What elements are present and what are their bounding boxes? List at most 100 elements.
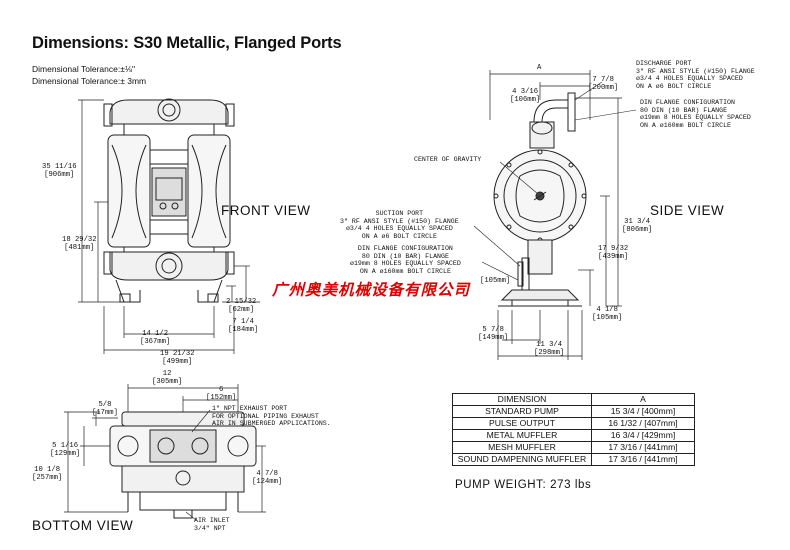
suction-port-note: SUCTION PORT 3" RF ANSI STYLE (#150) FLA… [340, 210, 459, 240]
dim-inch: 12 [162, 370, 172, 378]
dim-inch: 17 9/32 [598, 245, 629, 253]
dim-mm: [499mm] [162, 358, 193, 367]
table-cell-label: MESH MUFFLER [452, 441, 592, 454]
note-line: ON A ø160mm BOLT CIRCLE [640, 121, 732, 129]
table-cell-label: STANDARD PUMP [452, 405, 592, 418]
table-row: SOUND DAMPENING MUFFLER 17 3/16 / [441mm… [452, 453, 695, 466]
note-line: DISCHARGE PORT [636, 60, 692, 67]
page-title: Dimensions: S30 Metallic, Flanged Ports [32, 34, 342, 52]
din-discharge-note: DIN FLANGE CONFIGURATION 80 DIN (10 BAR)… [640, 99, 751, 129]
bottom-view-label: BOTTOM VIEW [32, 518, 134, 533]
discharge-port-note: DISCHARGE PORT 3" RF ANSI STYLE (#150) F… [636, 60, 755, 90]
dim-mm: [906mm] [44, 171, 75, 180]
dim-inch: 4 1/8 [596, 306, 618, 314]
dim-mm: [481mm] [64, 244, 95, 253]
din-suction-note: DIN FLANGE CONFIGURATION 80 DIN (10 BAR)… [350, 245, 461, 275]
dim-mm: [105mm] [480, 277, 511, 285]
front-port-height: 7 1/4 [184mm] [228, 318, 258, 334]
bottom-mid-left: 5 1/16 [129mm] [50, 442, 80, 458]
side-base-width: 11 3/4 [298mm] [534, 341, 564, 357]
note-line: ø19mm 8 HOLES EQUALLY SPACED [350, 260, 461, 268]
dim-mm: [129mm] [50, 450, 81, 459]
side-base-half: 5 7/8 [149mm] [478, 326, 508, 342]
pump-weight: PUMP WEIGHT: 273 lbs [455, 479, 592, 491]
note-line: 1" NPT EXHAUST PORT [212, 405, 288, 412]
dim-inch: 5 1/16 [52, 442, 79, 450]
note-line: 80 DIN (10 BAR) FLANGE [640, 106, 728, 114]
front-view-dimensions [78, 100, 260, 354]
dim-mm: [152mm] [206, 394, 237, 403]
air-inlet-note: AIR INLET 3/4" NPT [194, 517, 230, 532]
dim-inch: 10 1/8 [34, 466, 61, 474]
note-line: 3/4" NPT [194, 524, 226, 532]
front-view-pump [104, 99, 234, 302]
side-top-offset: 4 3/16 [106mm] [510, 88, 540, 104]
note-line: AIR INLET [194, 517, 230, 524]
table-cell-value: 16 3/4 / [429mm] [591, 429, 695, 442]
bottom-view-pump [110, 412, 256, 518]
dim-inch: 7 7/8 [592, 76, 614, 84]
bottom-right-small: 4 7/8 [124mm] [252, 470, 282, 486]
note-line: ON A ø6 BOLT CIRCLE [361, 232, 437, 240]
note-line: DIN FLANGE CONFIGURATION [640, 99, 735, 106]
dim-mm: [124mm] [252, 478, 283, 487]
table-cell-label: METAL MUFFLER [452, 429, 592, 442]
dim-mm: [106mm] [510, 96, 541, 105]
bottom-view-dimensions [64, 384, 266, 512]
table-row: METAL MUFFLER 16 3/4 / [429mm] [452, 429, 695, 442]
front-view-label: FRONT VIEW [221, 203, 311, 218]
dim-inch: 2 15/32 [226, 298, 257, 306]
dim-inch: 4 3/16 [512, 88, 539, 96]
dim-mm: [305mm] [152, 378, 183, 387]
front-overall-height: 35 11/16 [906mm] [42, 163, 77, 179]
dim-inch: 7 1/4 [232, 318, 254, 326]
table-row: PULSE OUTPUT 16 1/32 / [407mm] [452, 417, 695, 430]
dim-mm: [257mm] [32, 474, 63, 483]
note-line: ø3/4 4 HOLES EQUALLY SPACED [345, 225, 453, 233]
dim-inch: 6 [218, 386, 224, 394]
side-view-leaders [474, 82, 636, 280]
note-line: ø3/4 4 HOLES EQUALLY SPACED [636, 75, 743, 83]
dim-inch: 31 3/4 [624, 218, 651, 226]
front-mid-height: 18 29/32 [481mm] [62, 236, 97, 252]
front-foot-height: 2 15/32 [62mm] [226, 298, 256, 314]
tolerance-inch: Dimensional Tolerance:±⅛" [32, 64, 135, 74]
table-row: STANDARD PUMP 15 3/4 / [400mm] [452, 405, 695, 418]
bottom-width-top: 12 [305mm] [152, 370, 182, 386]
company-watermark: 广州奥美机械设备有限公司 [272, 282, 471, 299]
dim-mm: [17mm] [92, 409, 118, 418]
dim-mm: [149mm] [478, 334, 509, 343]
note-line: AIR IN SUBMERGED APPLICATIONS. [212, 420, 331, 428]
note-line: FOR OPTIONAL PIPING EXHAUST [212, 412, 319, 420]
table-cell-value: 15 3/4 / [400mm] [591, 405, 695, 418]
note-line: 3" RF ANSI STYLE (#150) FLANGE [636, 67, 755, 75]
table-cell-value: 17 3/16 / [441mm] [591, 453, 695, 466]
dim-inch: 19 21/32 [160, 350, 195, 358]
dim-inch: 5 7/8 [482, 326, 504, 334]
bottom-exhaust-offset: 6 [152mm] [206, 386, 236, 402]
dim-inch: 18 29/32 [62, 236, 97, 244]
dim-mm: [200mm] [588, 84, 619, 93]
bottom-overall-left: 10 1/8 [257mm] [32, 466, 62, 482]
side-suction-height: 17 9/32 [439mm] [598, 245, 628, 261]
side-inlet-height: [105mm] [480, 277, 510, 285]
table-header-dimension: DIMENSION [452, 393, 592, 406]
dim-mm: [439mm] [598, 253, 629, 262]
dim-mm: [184mm] [228, 326, 259, 335]
dim-mm: [367mm] [140, 338, 171, 347]
front-base-width: 14 1/2 [367mm] [140, 330, 170, 346]
side-foot-height: 4 1/8 [105mm] [592, 306, 622, 322]
side-view-dimensions [490, 70, 622, 360]
dim-inch: 5/8 [98, 401, 112, 409]
dim-inch: 14 1/2 [142, 330, 169, 338]
note-line: ø19mm 8 HOLES EQUALLY SPACED [640, 114, 751, 122]
dim-mm: [105mm] [592, 314, 623, 323]
dim-inch: 11 3/4 [536, 341, 563, 349]
side-discharge-offset: 7 7/8 [200mm] [588, 76, 618, 92]
note-line: 80 DIN (10 BAR) FLANGE [361, 252, 449, 260]
note-line: SUCTION PORT [375, 210, 424, 217]
exhaust-port-note: 1" NPT EXHAUST PORT FOR OPTIONAL PIPING … [212, 405, 331, 428]
table-cell-value: 16 1/32 / [407mm] [591, 417, 695, 430]
dim-inch: 35 11/16 [42, 163, 77, 171]
bottom-view-leaders [186, 410, 210, 520]
